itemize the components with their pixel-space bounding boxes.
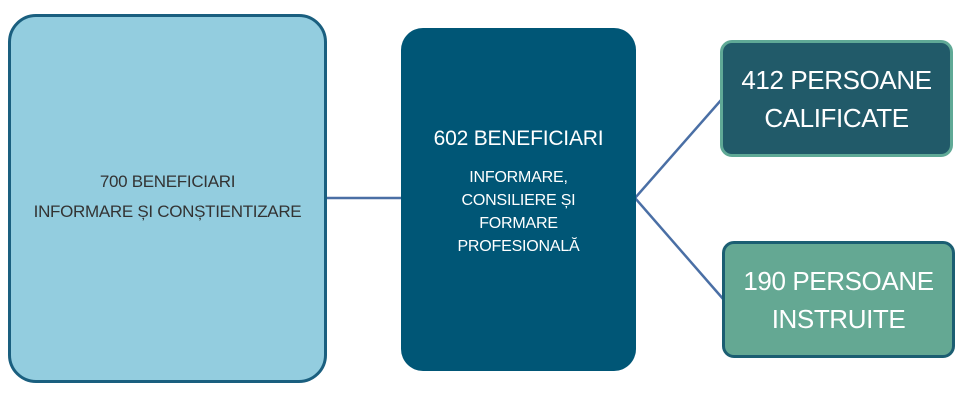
node-qualified-label: CALIFICATE bbox=[764, 102, 909, 133]
edge-middle-to-qualified bbox=[634, 98, 723, 199]
node-middle-description-line: FORMARE bbox=[479, 214, 558, 232]
node-middle-description-line: INFORMARE, bbox=[469, 168, 568, 186]
node-middle-description-line: CONSILIERE ȘI bbox=[461, 191, 576, 209]
node-trained-persons: 190 PERSOANE INSTRUITE bbox=[722, 241, 955, 358]
node-training-beneficiaries: 602 BENEFICIARI INFORMARE, CONSILIERE ȘI… bbox=[401, 28, 636, 371]
edge-middle-to-trained bbox=[634, 197, 725, 301]
node-root-count: 700 BENEFICIARI bbox=[99, 171, 236, 191]
node-awareness-beneficiaries: 700 BENEFICIARI INFORMARE ȘI CONȘTIENTIZ… bbox=[8, 14, 327, 383]
node-middle-description-line: PROFESIONALĂ bbox=[457, 237, 580, 255]
node-qualified-count: 412 PERSOANE bbox=[741, 64, 932, 95]
node-middle-count: 602 BENEFICIARI bbox=[433, 126, 604, 150]
node-qualified-persons: 412 PERSOANE CALIFICATE bbox=[720, 40, 953, 157]
node-root-description: INFORMARE ȘI CONȘTIENTIZARE bbox=[33, 201, 302, 221]
node-trained-label: INSTRUITE bbox=[771, 303, 906, 334]
node-trained-count: 190 PERSOANE bbox=[743, 265, 934, 296]
